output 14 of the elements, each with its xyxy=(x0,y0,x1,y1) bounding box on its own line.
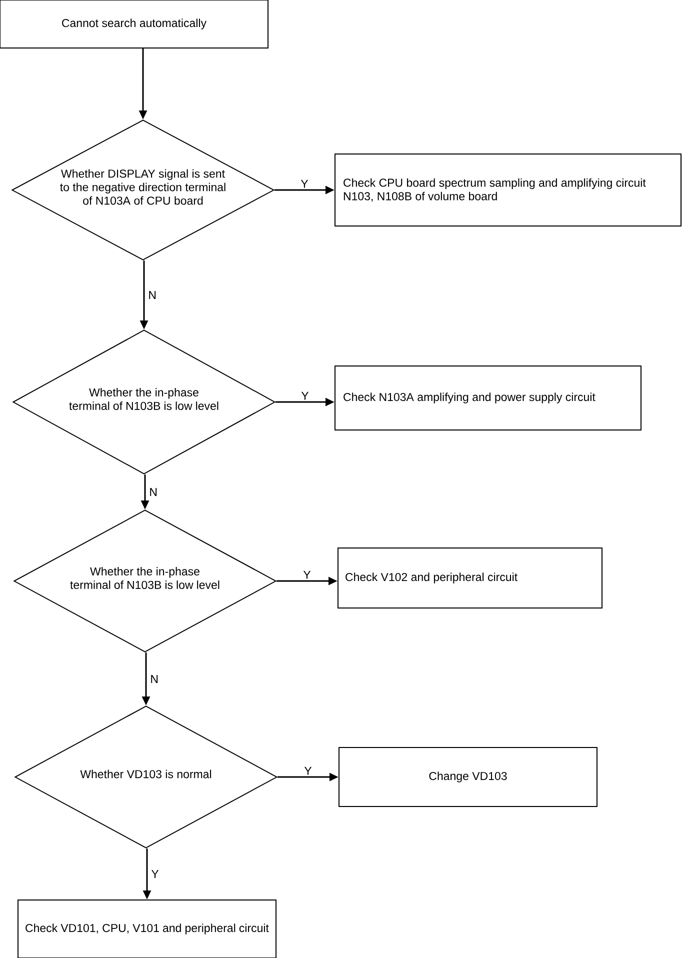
edge-label: N xyxy=(147,290,158,300)
edge-label: Y xyxy=(303,766,313,776)
edge-label: N xyxy=(148,487,158,497)
edge-label: Y xyxy=(300,178,310,189)
edge-label: Y xyxy=(150,869,160,879)
edge-label: Y xyxy=(300,390,310,401)
process-box: Check N103A amplifying and power supply circuit xyxy=(334,366,642,430)
process-box: Cannot search automatically xyxy=(0,0,268,48)
edge-label: Y xyxy=(302,570,312,580)
process-box: Check VD101, CPU, V101 and peripheral circuit xyxy=(18,900,276,958)
process-box: Change VD103 xyxy=(338,747,598,807)
process-box: Check V102 and peripheral circuit xyxy=(338,548,602,608)
edge-label: N xyxy=(149,674,160,684)
process-box: Check CPU board spectrum sampling and amplifying circuit N103, N108B of volume board xyxy=(334,154,682,226)
